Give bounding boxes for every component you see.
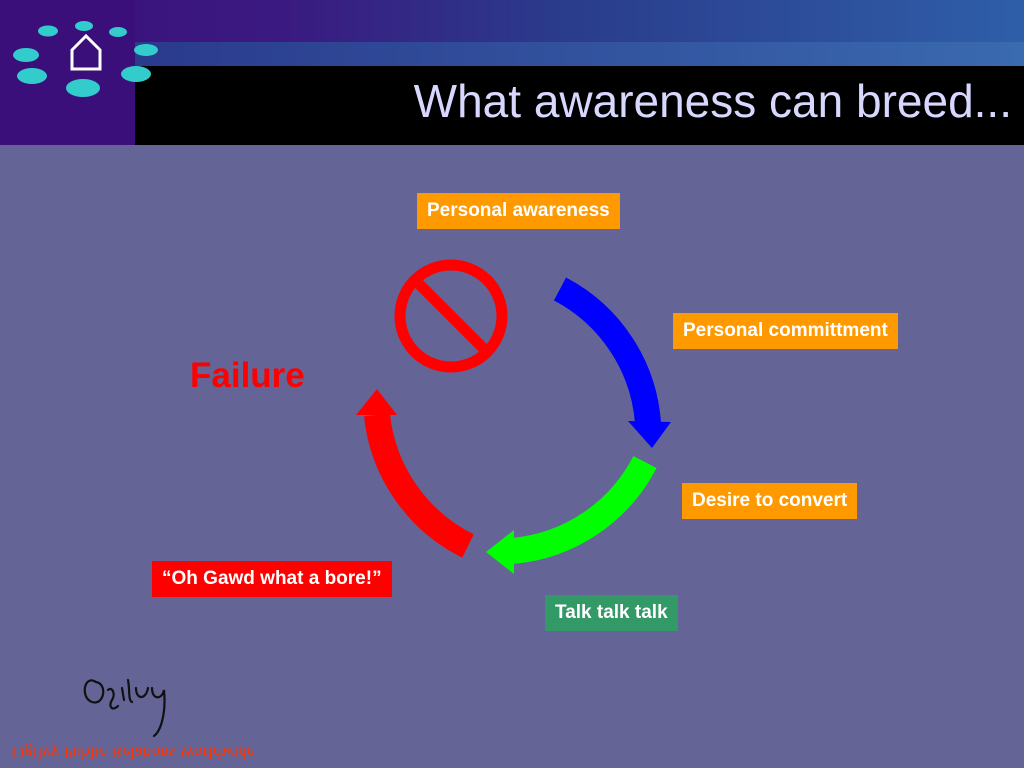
logo-dot [134, 44, 158, 56]
footer-company: Ogilvy Public Relations Worldwide [12, 743, 255, 762]
logo-dot [66, 79, 100, 97]
slide-title: What awareness can breed... [413, 75, 1012, 127]
header-top-band [0, 0, 1024, 42]
red-arrow [364, 413, 474, 558]
blue-arrowhead [628, 421, 671, 448]
red-arrowhead [356, 389, 397, 415]
logo-dot [13, 48, 39, 62]
title-bar [135, 66, 1024, 145]
logo-dot [75, 21, 93, 31]
logo-dot [109, 27, 127, 37]
node-talk: Talk talk talk [545, 595, 678, 631]
green-arrowhead [486, 530, 514, 574]
home-icon[interactable] [70, 33, 102, 71]
ogilvy-signature [83, 678, 166, 738]
no-entry-icon [394, 259, 508, 373]
logo-dot [38, 25, 58, 37]
node-bore: “Oh Gawd what a bore!” [152, 561, 392, 597]
node-desire-to-convert: Desire to convert [682, 483, 858, 519]
dots-logo [13, 21, 158, 97]
blue-arrow [553, 277, 661, 425]
node-personal-commitment: Personal committment [673, 313, 898, 349]
logo-dot [121, 66, 151, 82]
node-personal-awareness: Personal awareness [417, 193, 620, 229]
logo-dot [17, 68, 47, 84]
green-arrow [510, 455, 657, 564]
slide-header: What awareness can breed... [0, 0, 1024, 145]
header-strip [135, 42, 1024, 66]
node-failure: Failure [190, 356, 305, 395]
